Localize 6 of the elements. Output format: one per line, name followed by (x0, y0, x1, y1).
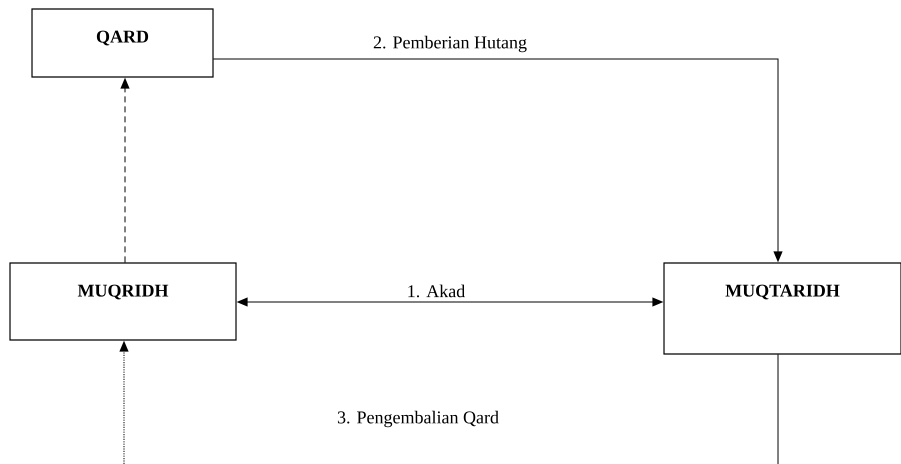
entity-box: MUQTARIDH (663, 262, 901, 355)
edge-label: 2. Pemberian Hutang (372, 34, 528, 54)
entity-box: MUQRIDH (9, 262, 237, 341)
edge-label: 1. Akad (406, 284, 466, 298)
flow-label: 3. Pengembalian Qard (338, 410, 499, 428)
entity-box: QARD (31, 8, 214, 78)
